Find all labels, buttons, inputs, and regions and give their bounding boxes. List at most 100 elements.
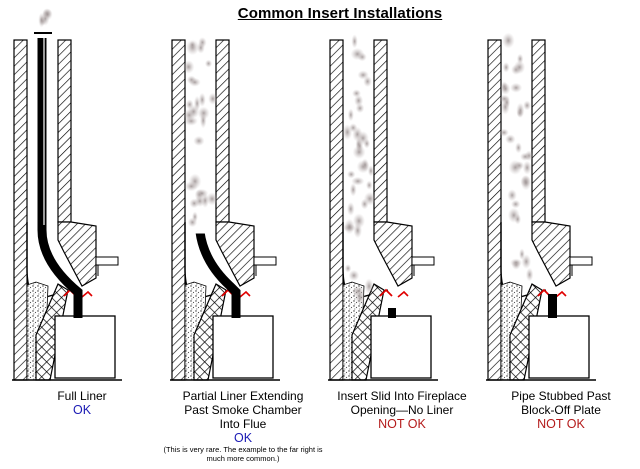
block-off-plate — [379, 288, 393, 297]
smoke-puff — [508, 159, 523, 175]
smoke-puff — [349, 182, 357, 197]
caption-label-line: Past Smoke Chamber — [184, 403, 302, 417]
smoke-puff — [364, 278, 374, 294]
smoke-puff — [522, 160, 532, 175]
panel-2 — [170, 37, 280, 381]
smoke-puff — [365, 180, 373, 190]
partial-liner-pipe — [195, 231, 241, 318]
smoke-puff — [348, 123, 358, 133]
smoke-shelf — [215, 221, 255, 287]
status-label: NOT OK — [537, 417, 585, 431]
smoke-puff — [348, 269, 360, 282]
smoke-puff — [513, 60, 526, 75]
smoke-puff — [502, 62, 510, 73]
outer-wall — [171, 39, 186, 381]
smoke-puff — [510, 199, 521, 209]
insert-body — [212, 315, 274, 379]
smoke-puff — [355, 103, 365, 114]
flue-front-wall — [57, 39, 72, 223]
smoke-puff — [363, 191, 377, 206]
panel-1 — [12, 8, 122, 381]
full-liner-pipe — [37, 38, 83, 318]
caption-label-line: Block-Off Plate — [521, 403, 601, 417]
block-off-plate-right — [555, 290, 567, 298]
smoke-shelf — [373, 221, 413, 287]
smoke-puff — [193, 135, 205, 147]
smoke-puff — [199, 112, 207, 129]
flue-front-wall — [373, 39, 388, 223]
outer-wall — [329, 39, 344, 381]
smoke-shelf — [531, 221, 571, 287]
smoke-puff — [514, 213, 522, 225]
smoke-puff — [505, 134, 516, 145]
status-label: OK — [233, 431, 253, 445]
smoke-puff — [354, 290, 366, 305]
smoke-puff — [520, 152, 531, 161]
smoke-puff — [509, 82, 523, 93]
status-label: NOT OK — [378, 417, 426, 431]
diagram-title: Common Insert Installations — [237, 5, 443, 22]
caption-label-line: Pipe Stubbed Past — [511, 389, 611, 403]
flue-front-wall — [531, 39, 546, 223]
smoke-puff — [363, 75, 372, 88]
panel-3 — [328, 34, 438, 381]
smoke-puff — [351, 34, 358, 49]
mantel-shelf — [569, 256, 593, 266]
status-label: OK — [72, 403, 92, 417]
smoke-puff — [518, 248, 525, 260]
caption-note: (This is very rare. The example to the f… — [163, 445, 323, 463]
smoke-puff — [525, 267, 534, 282]
mantel-shelf — [411, 256, 435, 266]
insert-body — [528, 315, 590, 379]
flue-front-wall — [215, 39, 230, 223]
caption-label-line: Full Liner — [57, 389, 107, 403]
smoke-puff — [501, 32, 515, 49]
panel-4 — [486, 32, 596, 381]
stub-pipe — [548, 294, 557, 318]
smoke-puff — [206, 192, 219, 206]
smoke-puff — [346, 201, 355, 216]
smoke-puff — [344, 264, 352, 273]
smoke-puff — [514, 142, 522, 154]
mantel-shelf — [253, 256, 277, 266]
smoke-puff — [185, 99, 194, 110]
smoke-puff — [507, 189, 517, 202]
smoke-puff — [182, 60, 195, 74]
smoke-shelf — [57, 221, 97, 287]
smoke-puff — [520, 175, 532, 191]
smoke-puff — [516, 102, 525, 119]
caption-label-line: Insert Slid Into Fireplace — [337, 389, 467, 403]
smoke-puff — [361, 158, 369, 172]
smoke-puff — [500, 82, 511, 95]
smoke-puff — [204, 59, 213, 68]
smoke-puff — [42, 8, 53, 21]
smoke-puff — [344, 218, 355, 235]
block-off-plate-right — [239, 290, 251, 298]
caption-label-line: Partial Liner Extending — [182, 389, 304, 403]
smoke-puff — [208, 92, 218, 105]
smoke-puff — [346, 170, 356, 179]
outer-wall — [13, 39, 28, 381]
smoke-puff — [352, 213, 366, 229]
mantel-shelf — [95, 256, 119, 266]
smoke-puff — [188, 77, 201, 87]
caption-label-line: Opening—No Liner — [350, 403, 454, 417]
outer-wall — [487, 39, 502, 381]
smoke-puff — [363, 138, 371, 149]
block-off-plate-right — [81, 290, 93, 298]
smoke-puff — [347, 108, 354, 122]
insert-body — [54, 315, 116, 379]
smoke-puff — [499, 128, 509, 137]
smoke-puff — [350, 47, 365, 61]
caption-label-line: Into Flue — [219, 417, 267, 431]
smoke-puff — [189, 40, 196, 50]
insert-collar — [388, 308, 396, 318]
smoke-puff — [351, 176, 365, 186]
smoke-puff — [196, 41, 205, 54]
insert-body — [370, 315, 432, 379]
smoke-puff — [184, 181, 198, 192]
